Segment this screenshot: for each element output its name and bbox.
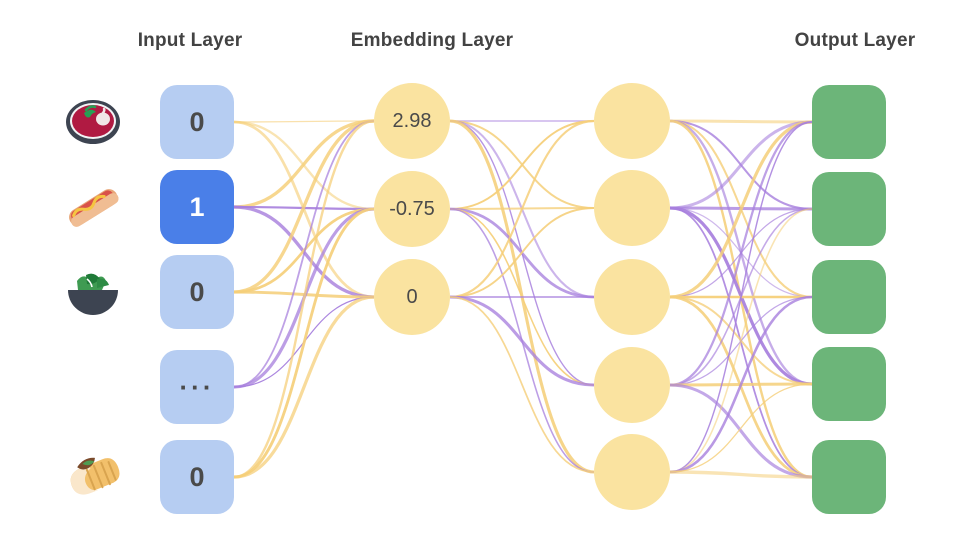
input-node-row[interactable]: 0: [64, 85, 240, 159]
stew-bowl-icon: [64, 93, 122, 151]
ellipsis-icon: [64, 358, 122, 416]
input-value-box[interactable]: 0: [160, 440, 234, 514]
embedding-layer-title: Embedding Layer: [350, 30, 514, 51]
salad-bowl-icon: [64, 263, 122, 321]
input-value-box[interactable]: ···: [160, 350, 234, 424]
input-node-row[interactable]: 0: [64, 440, 240, 514]
output-node[interactable]: [812, 260, 886, 334]
input-node-row[interactable]: 0: [64, 255, 240, 329]
input-layer-title: Input Layer: [137, 30, 243, 51]
embedding-node[interactable]: -0.75: [374, 171, 450, 247]
input-value-box[interactable]: 0: [160, 85, 234, 159]
output-node[interactable]: [812, 85, 886, 159]
hidden-node[interactable]: [594, 347, 670, 423]
hidden-node[interactable]: [594, 170, 670, 246]
embedding-node[interactable]: 0: [374, 259, 450, 335]
output-layer-title: Output Layer: [794, 30, 916, 51]
input-value-box[interactable]: 1: [160, 170, 234, 244]
input-node-row[interactable]: 1: [64, 170, 240, 244]
output-node[interactable]: [812, 347, 886, 421]
input-value-box[interactable]: 0: [160, 255, 234, 329]
hot-dog-icon: [64, 178, 122, 236]
input-node-row[interactable]: ···: [64, 350, 240, 424]
hidden-node[interactable]: [594, 434, 670, 510]
hidden-node[interactable]: [594, 83, 670, 159]
burrito-icon: [64, 448, 122, 506]
output-node[interactable]: [812, 440, 886, 514]
embedding-node[interactable]: 2.98: [374, 83, 450, 159]
hidden-node[interactable]: [594, 259, 670, 335]
output-node[interactable]: [812, 172, 886, 246]
